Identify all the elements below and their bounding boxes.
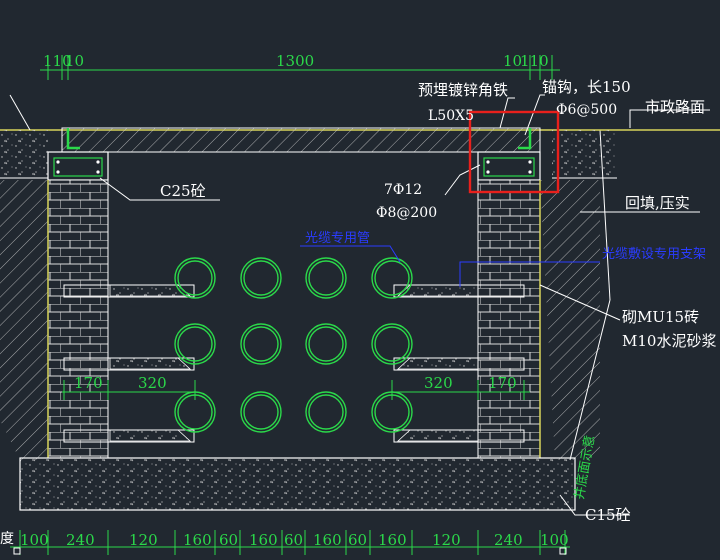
ring-beam-right: [477, 151, 541, 181]
pipe-r2c1: [174, 323, 216, 365]
pipe-r3c2: [240, 391, 282, 433]
backfill-left: [0, 180, 48, 460]
bracket-right-3: [393, 429, 525, 443]
bottom-dim-10: 160: [378, 531, 407, 549]
label-angle-iron-size: L50X5: [428, 108, 474, 124]
top-dim-1: 110: [43, 52, 72, 70]
label-road-surface: 市政路面: [645, 98, 705, 116]
bracket-left-1: [63, 284, 195, 298]
pipe-r1c3: [305, 257, 347, 299]
ring-beam-left: [47, 151, 109, 181]
bottom-dim-2: 240: [66, 531, 95, 549]
pipe-r1c1: [174, 257, 216, 299]
cable-pipes: [174, 257, 413, 433]
pipe-r2c2: [240, 323, 282, 365]
bottom-dim-1: 100: [20, 531, 49, 549]
mid-dim-right-2: 170: [488, 374, 517, 392]
backfill-right: [540, 129, 611, 461]
top-dim-3: 1300: [276, 52, 314, 70]
corner-marks: [13, 547, 567, 555]
bracket-left-3: [63, 429, 195, 443]
mid-dim-left-1: 170: [74, 374, 103, 392]
label-rebar-stirrup: Φ8@200: [376, 205, 437, 221]
label-mortar: M10水泥砂浆: [622, 332, 716, 350]
bottom-dim-8: 160: [313, 531, 342, 549]
mid-dim-left-2: 320: [138, 374, 167, 392]
cover-slab: [61, 127, 541, 153]
pipe-r1c2: [240, 257, 282, 299]
bracket-right-2: [393, 357, 525, 371]
top-dimension: [40, 55, 560, 80]
bottom-dim-3: 120: [129, 531, 158, 549]
label-rebar-main: 7Φ12: [384, 182, 422, 198]
label-cable-pipe: 光缆专用管: [305, 230, 370, 246]
annotations: 预埋镀锌角铁 L50X5 锚钩，长150 Φ6@500 市政路面 C25砼 7Φ…: [0, 78, 716, 547]
leader-lines: [9, 94, 710, 516]
base-slab: [19, 457, 576, 511]
mid-dim-right-1: 320: [424, 374, 453, 392]
label-base-concrete: C15砼: [585, 506, 631, 524]
mid-dimension: [62, 380, 530, 400]
pipe-r3c3: [305, 391, 347, 433]
top-dim-5: 110: [520, 52, 549, 70]
label-partial-left: 度: [0, 531, 14, 547]
blue-leaders: [300, 245, 600, 287]
top-dim-2: 10: [65, 52, 84, 70]
bottom-dim-12: 240: [494, 531, 523, 549]
bottom-dim-7: 60: [284, 531, 303, 549]
top-dim-labels: 110 10 1300 10 110: [43, 52, 549, 70]
pipe-r2c3: [305, 323, 347, 365]
brick-wall-right: [477, 179, 541, 459]
mid-dim-labels: 170 320 320 170: [74, 374, 517, 392]
pipe-r1c4: [371, 257, 413, 299]
top-dim-4: 10: [503, 52, 522, 70]
bottom-dim-4: 160: [183, 531, 212, 549]
pipe-r2c4: [371, 323, 413, 365]
label-cable-bracket: 光缆敷设专用支架: [602, 246, 706, 262]
bottom-dim-9: 60: [348, 531, 367, 549]
highlight-box: [468, 110, 560, 194]
label-angle-iron: 预埋镀锌角铁: [418, 81, 508, 99]
label-beam-concrete: C25砼: [160, 182, 206, 200]
bottom-dim-6: 160: [249, 531, 278, 549]
bottom-dim-labels: 100 240 120 160 60 160 60 160 60 160 120…: [20, 531, 569, 549]
bottom-dim-11: 120: [432, 531, 461, 549]
brick-wall-left: [47, 179, 109, 459]
bottom-dimension: [10, 530, 570, 555]
label-anchor: 锚钩，长150: [542, 78, 631, 96]
label-anchor-spacing: Φ6@500: [556, 102, 617, 118]
label-backfill: 回填,压实: [625, 194, 690, 212]
bottom-dim-13: 100: [540, 531, 569, 549]
label-brick: 砌MU15砖: [622, 308, 699, 326]
bottom-dim-5: 60: [219, 531, 238, 549]
